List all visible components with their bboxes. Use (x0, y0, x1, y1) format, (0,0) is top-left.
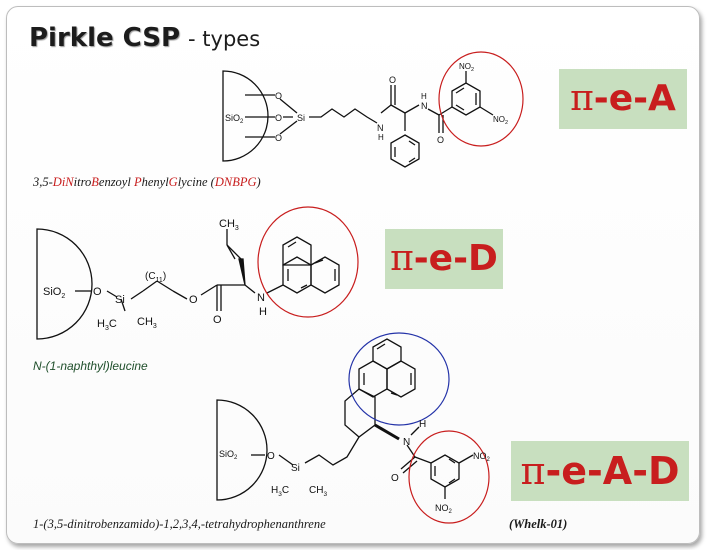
nitro-group-label: NO2 (435, 503, 453, 515)
oxygen-label: O (275, 91, 282, 101)
sio2-label-2: SiO2 (43, 286, 65, 300)
nitro-group-label: NO2 (473, 451, 491, 463)
acceptor-ring-1 (438, 51, 524, 147)
silicon-label: Si (297, 113, 305, 123)
silica-surface-1 (222, 70, 269, 162)
structures-svg: SiO2 O O O Si N H O N H O NO2 NO2 SiO2 O… (36, 51, 524, 524)
caption-dnbpg: 3,5-DiNitroBenzoyl PhenylGlycine (DNBPG) (33, 175, 261, 189)
slide: Pirkle CSP - types (6, 6, 700, 544)
oxygen-label: O (275, 113, 282, 123)
silica-surface-3 (216, 399, 268, 501)
silica-surface-2 (36, 228, 93, 340)
caption-whelk: 1-(3,5-dinitrobenzamido)-1,2,3,4,-tetrah… (33, 517, 326, 531)
nitrogen-label: N (403, 437, 410, 448)
methyl-label: CH3 (137, 316, 157, 330)
nitrogen-label: N (421, 101, 428, 111)
nitro-group-label: NO2 (493, 115, 508, 126)
sio2-label-1: SiO2 (225, 113, 244, 125)
caption-naphthyl-leucine: N-(1-naphthyl)leucine (33, 359, 148, 373)
hydrogen-label: H (421, 92, 427, 101)
structure-whelk (216, 338, 474, 501)
oxygen-label: O (391, 473, 399, 484)
nitro-group-label: NO2 (459, 62, 474, 73)
slide-title: Pirkle CSP - types (29, 23, 260, 53)
title-main: Pirkle CSP (29, 23, 181, 53)
title-sub: - types (188, 27, 261, 51)
methyl-label: CH3 (309, 485, 327, 498)
oxygen-label: O (213, 314, 222, 326)
methyl-label: H3C (97, 318, 117, 332)
structure-dnbpg (222, 70, 494, 168)
c11-chain-label: (C11) (145, 271, 166, 284)
oxygen-label: O (275, 133, 282, 143)
badge-pi-e-a-d: π-e-A-D (511, 441, 689, 501)
methyl-label: H3C (271, 485, 289, 498)
oxygen-label: O (267, 451, 275, 462)
oxygen-label: O (437, 135, 444, 145)
sio2-label-3: SiO2 (219, 449, 238, 461)
acceptor-ring-3 (408, 430, 490, 524)
oxygen-label: O (189, 294, 198, 306)
nitrogen-label: N (377, 123, 384, 133)
oxygen-label: O (389, 75, 396, 85)
hydrogen-label: H (259, 306, 267, 318)
structure-naphthyl-leucine (36, 228, 340, 340)
badge-pi-e-d: π-e-D (385, 229, 503, 289)
oxygen-label: O (93, 286, 102, 298)
caption-whelk-tag: (Whelk-01) (509, 517, 568, 531)
hydrogen-label: H (419, 419, 426, 430)
nitrogen-label: N (257, 292, 265, 304)
hydrogen-label: H (378, 133, 384, 142)
badge-pi-e-a: π-e-A (559, 69, 687, 129)
silicon-label: Si (115, 294, 125, 306)
silicon-label: Si (291, 463, 300, 474)
donor-ring-2 (257, 206, 359, 318)
methyl-label: CH3 (219, 218, 239, 232)
donor-ring-3 (348, 332, 450, 426)
